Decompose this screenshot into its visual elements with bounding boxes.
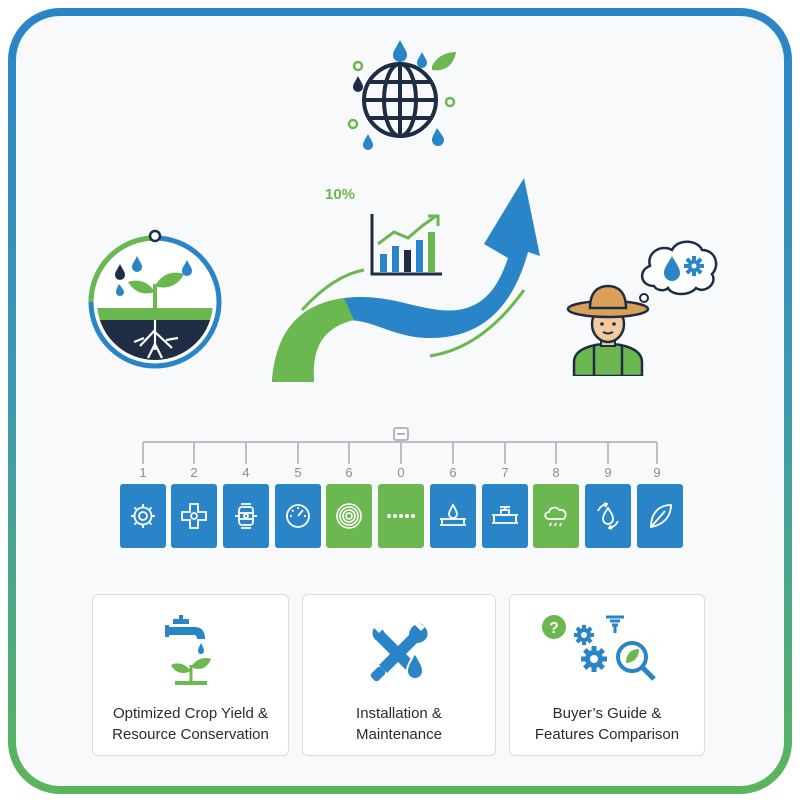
tools-water-icon [370,621,428,682]
water-cycle-icon [597,502,619,530]
card-buyers-guide[interactable]: ? Buyer’s Guide & Features Comparison [509,594,705,756]
pipe-junction-icon [181,503,207,529]
faucet-plant-icon [165,615,211,685]
water-gear-thought-icon [634,240,718,306]
plant-roots-soil-icon [88,229,222,369]
bar-chart-icon [370,214,442,276]
leaf-icon [650,504,672,529]
step-tile-coil-hose[interactable] [326,484,372,548]
step-tile-leaf[interactable] [637,484,683,548]
globe-water-icon [347,40,456,150]
card-label: Installation & Maintenance [356,705,442,743]
step-tile-drip-emitter[interactable] [430,484,476,548]
step-number: 6 [449,465,457,480]
step-tile-water-cycle[interactable] [585,484,631,548]
step-number: 9 [653,465,661,480]
svg-text:?: ? [549,620,559,637]
step-number: 0 [397,465,405,480]
drip-line-icon [387,514,415,518]
card-label: Optimized Crop Yield & Resource Conserva… [112,705,269,743]
sprinkler-head-icon [393,427,409,441]
drip-emitter-icon [440,503,466,526]
card-label: Buyer’s Guide & Features Comparison [534,705,680,743]
step-number: 4 [242,465,250,480]
step-number: 8 [552,465,560,480]
coil-hose-icon [336,503,362,529]
timeline-connector [142,427,658,464]
step-tile-gauge[interactable] [275,484,321,548]
step-number: 1 [139,465,147,480]
gear-icon [131,504,155,528]
step-number: 7 [501,465,509,480]
step-tile-cloud-rain[interactable] [533,484,579,548]
step-number: 6 [345,465,353,480]
step-number: 5 [294,465,302,480]
step-number: 9 [604,465,612,480]
card-crop-yield[interactable]: Optimized Crop Yield & Resource Conserva… [92,594,289,756]
step-number: 2 [190,465,198,480]
step-tile-valve[interactable] [482,484,528,548]
question-gears-magnifier-icon: ? [542,615,656,681]
step-tile-gear[interactable] [120,484,166,548]
cloud-rain-icon [544,506,567,527]
step-tile-drip-line[interactable] [378,484,424,548]
farmer-icon [566,284,650,376]
valve-icon [492,506,518,524]
card-installation[interactable]: Installation & Maintenance [302,594,496,756]
step-tile-pipe-junction[interactable] [171,484,217,548]
step-tile-filter[interactable] [223,484,269,548]
filter-icon [235,503,257,529]
growth-percent-label: 10% [324,186,356,203]
gauge-icon [286,504,310,528]
growth-arrow-icon [272,178,540,382]
